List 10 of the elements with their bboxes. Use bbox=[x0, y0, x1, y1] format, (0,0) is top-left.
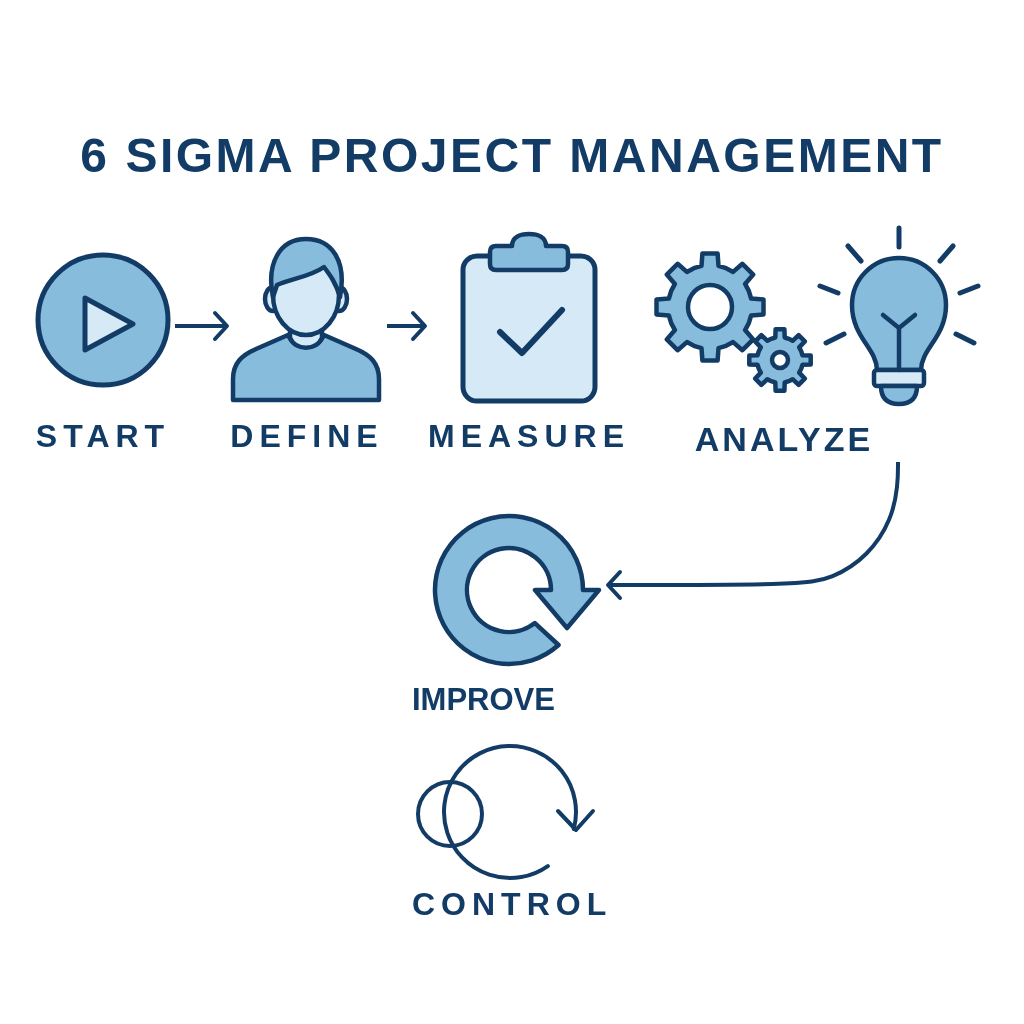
step-label: ANALYZE bbox=[694, 420, 874, 458]
step-label: IMPROVE bbox=[412, 682, 555, 717]
arrow bbox=[175, 311, 229, 341]
step-label: MEASURE bbox=[428, 418, 630, 454]
step-label: CONTROL bbox=[412, 886, 613, 922]
arrow bbox=[606, 462, 900, 600]
arrow bbox=[387, 311, 427, 341]
step-label: DEFINE bbox=[230, 418, 384, 454]
title: 6 SIGMA PROJECT MANAGEMENT bbox=[80, 129, 944, 182]
step-label: START bbox=[35, 418, 171, 454]
